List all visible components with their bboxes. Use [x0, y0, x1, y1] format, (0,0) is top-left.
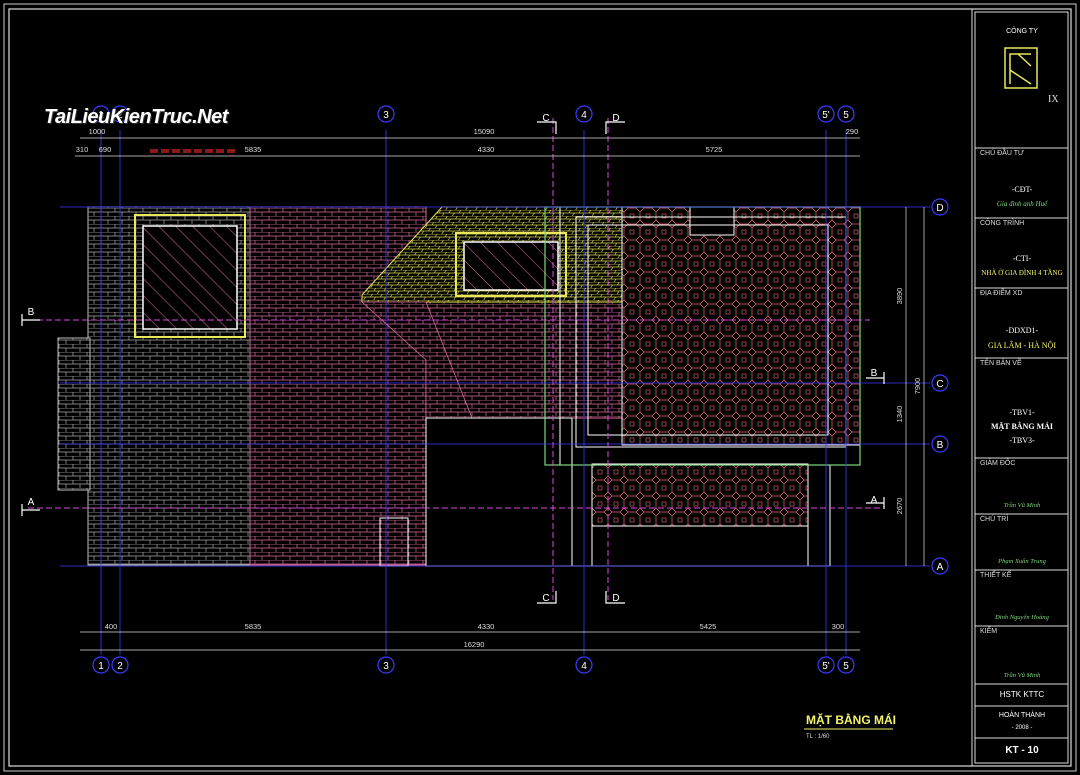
- grid-top-5p: 5': [822, 110, 830, 121]
- dim-top-290: 290: [846, 127, 859, 136]
- tb-sheet-no: KT - 10: [976, 738, 1068, 763]
- tb-owner-name: Gia đình anh Huế: [996, 200, 1048, 208]
- dim-top-1000: 1000: [89, 127, 106, 136]
- dim-top-310: 310: [76, 145, 89, 154]
- roof-zone-left-ext: [57, 337, 91, 491]
- grid-top-3: 3: [383, 110, 389, 121]
- tb-sheet-code3: -TBV3-: [1009, 436, 1035, 445]
- grid-top-2: 2: [117, 110, 123, 121]
- tb-design-name: Đinh Nguyên Hoàng: [995, 614, 1049, 621]
- tb-stage-text: HSTK KTTC: [999, 690, 1045, 699]
- dim-right-7900: 7900: [913, 378, 922, 395]
- dim-top-overall: 15090: [474, 127, 495, 136]
- tb-check-name: Trần Vũ Minh: [1003, 672, 1041, 679]
- tb-location: ĐỊA ĐIỂM XD -DDXD1- GIA LÂM - HÀ NỘI: [976, 288, 1068, 358]
- watermark-text: TaiLieuKienTruc.Net: [44, 106, 228, 128]
- tb-stage: HSTK KTTC: [976, 684, 1068, 706]
- dim-top-690: 690: [99, 145, 112, 154]
- tb-roman: IX: [1048, 94, 1059, 105]
- tb-sheet-no-text: KT - 10: [1005, 745, 1039, 756]
- grid-bottom-3: 3: [383, 661, 389, 672]
- tb-location-label: ĐỊA ĐIỂM XD: [980, 290, 1023, 297]
- section-a-left: A: [28, 497, 35, 508]
- tb-sheet-label: TÊN BẢN VẼ: [980, 360, 1022, 367]
- section-b-left: B: [28, 307, 35, 318]
- tb-project-name: NHÀ Ở GIA ĐÌNH 4 TẦNG: [981, 269, 1063, 277]
- tb-director-label: GIÁM ĐỐC: [980, 460, 1016, 467]
- tb-director-name: Trần Vũ Minh: [1003, 502, 1041, 509]
- dim-right-3890: 3890: [895, 288, 904, 305]
- tb-check: KIỂM Trần Vũ Minh: [976, 626, 1068, 684]
- tb-check-label: KIỂM: [980, 628, 998, 635]
- tb-status-text: HOÀN THÀNH: [998, 712, 1046, 719]
- section-b-right: B: [871, 368, 878, 379]
- grid-right-a: A: [937, 562, 944, 573]
- section-d-bottom: D: [612, 593, 619, 604]
- tb-project: CÔNG TRÌNH -CTI- NHÀ Ở GIA ĐÌNH 4 TẦNG: [976, 218, 1068, 288]
- watermark-dots: [150, 140, 238, 158]
- grid-right-d: D: [936, 203, 943, 214]
- tb-location-code: -DDXD1-: [1005, 326, 1039, 335]
- dim-top-5835: 5835: [245, 145, 262, 154]
- grid-bottom-4: 4: [581, 661, 587, 672]
- roof-zone-lower: [591, 463, 809, 527]
- drawing-scale: TL : 1/60: [806, 734, 830, 740]
- tb-sheet-name: MẶT BẰNG MÁI: [990, 422, 1054, 431]
- dim-bot-300: 300: [832, 622, 845, 631]
- tb-company: CÔNG TY IX: [976, 12, 1068, 148]
- grid-bottom-5: 5: [843, 661, 849, 672]
- section-c-bottom: C: [542, 593, 549, 604]
- dim-bot-4330: 4330: [478, 622, 495, 631]
- drawing-title: MẶT BẰNG MÁI: [806, 713, 896, 727]
- tb-year: - 2008 -: [1011, 725, 1033, 731]
- tb-chair-name: Phạm Xuân Trung: [998, 558, 1046, 565]
- grid-bottom-2: 2: [117, 661, 123, 672]
- dim-right-1340: 1340: [895, 406, 904, 423]
- dim-bot-400: 400: [105, 622, 118, 631]
- roof-zone-right: [621, 206, 861, 446]
- tb-company-label: CÔNG TY: [1006, 28, 1038, 35]
- section-a-right: A: [871, 495, 878, 506]
- tb-chair: CHỦ TRÌ Phạm Xuân Trung: [976, 514, 1068, 570]
- dim-bot-overall: 16290: [464, 640, 485, 649]
- grid-bottom-5p: 5': [822, 661, 830, 672]
- tb-chair-label: CHỦ TRÌ: [980, 516, 1009, 523]
- tb-owner: CHỦ ĐẦU TƯ -CĐT- Gia đình anh Huế: [976, 148, 1068, 218]
- grid-top-4: 4: [581, 110, 587, 121]
- company-logo: [1004, 47, 1038, 89]
- grid-bottom-1: 1: [98, 661, 104, 672]
- tb-design-label: THIẾT KẾ: [980, 572, 1012, 579]
- dim-right-2670: 2670: [895, 498, 904, 515]
- dim-bot-5835: 5835: [245, 622, 262, 631]
- tb-design: THIẾT KẾ Đinh Nguyên Hoàng: [976, 570, 1068, 626]
- tb-location-name: GIA LÂM - HÀ NỘI: [988, 341, 1056, 350]
- dim-top-5725: 5725: [706, 145, 723, 154]
- tb-sheet-code1: -TBV1-: [1009, 408, 1035, 417]
- grid-right-c: C: [936, 379, 943, 390]
- tb-status: HOÀN THÀNH - 2008 -: [976, 706, 1068, 738]
- grid-bubbles-top: [92, 105, 949, 674]
- skylight-middle: [455, 232, 567, 297]
- tb-owner-label: CHỦ ĐẦU TƯ: [980, 150, 1024, 157]
- skylight-left: [134, 214, 246, 338]
- grid-top-1: 1: [98, 110, 104, 121]
- section-c-top: C: [542, 113, 549, 124]
- tb-director: GIÁM ĐỐC Trần Vũ Minh: [976, 458, 1068, 514]
- dim-bot-5425: 5425: [700, 622, 717, 631]
- tb-sheet: TÊN BẢN VẼ -TBV1- MẶT BẰNG MÁI -TBV3-: [976, 358, 1068, 458]
- dim-top-4330: 4330: [478, 145, 495, 154]
- tb-project-label: CÔNG TRÌNH: [980, 220, 1025, 227]
- tb-project-code: -CTI-: [1012, 254, 1032, 263]
- grid-right-b: B: [937, 440, 944, 451]
- tb-owner-code: -CĐT-: [1011, 185, 1033, 194]
- grid-top-5: 5: [843, 110, 849, 121]
- section-d-top: D: [612, 113, 619, 124]
- title-block-frame: [971, 8, 1072, 767]
